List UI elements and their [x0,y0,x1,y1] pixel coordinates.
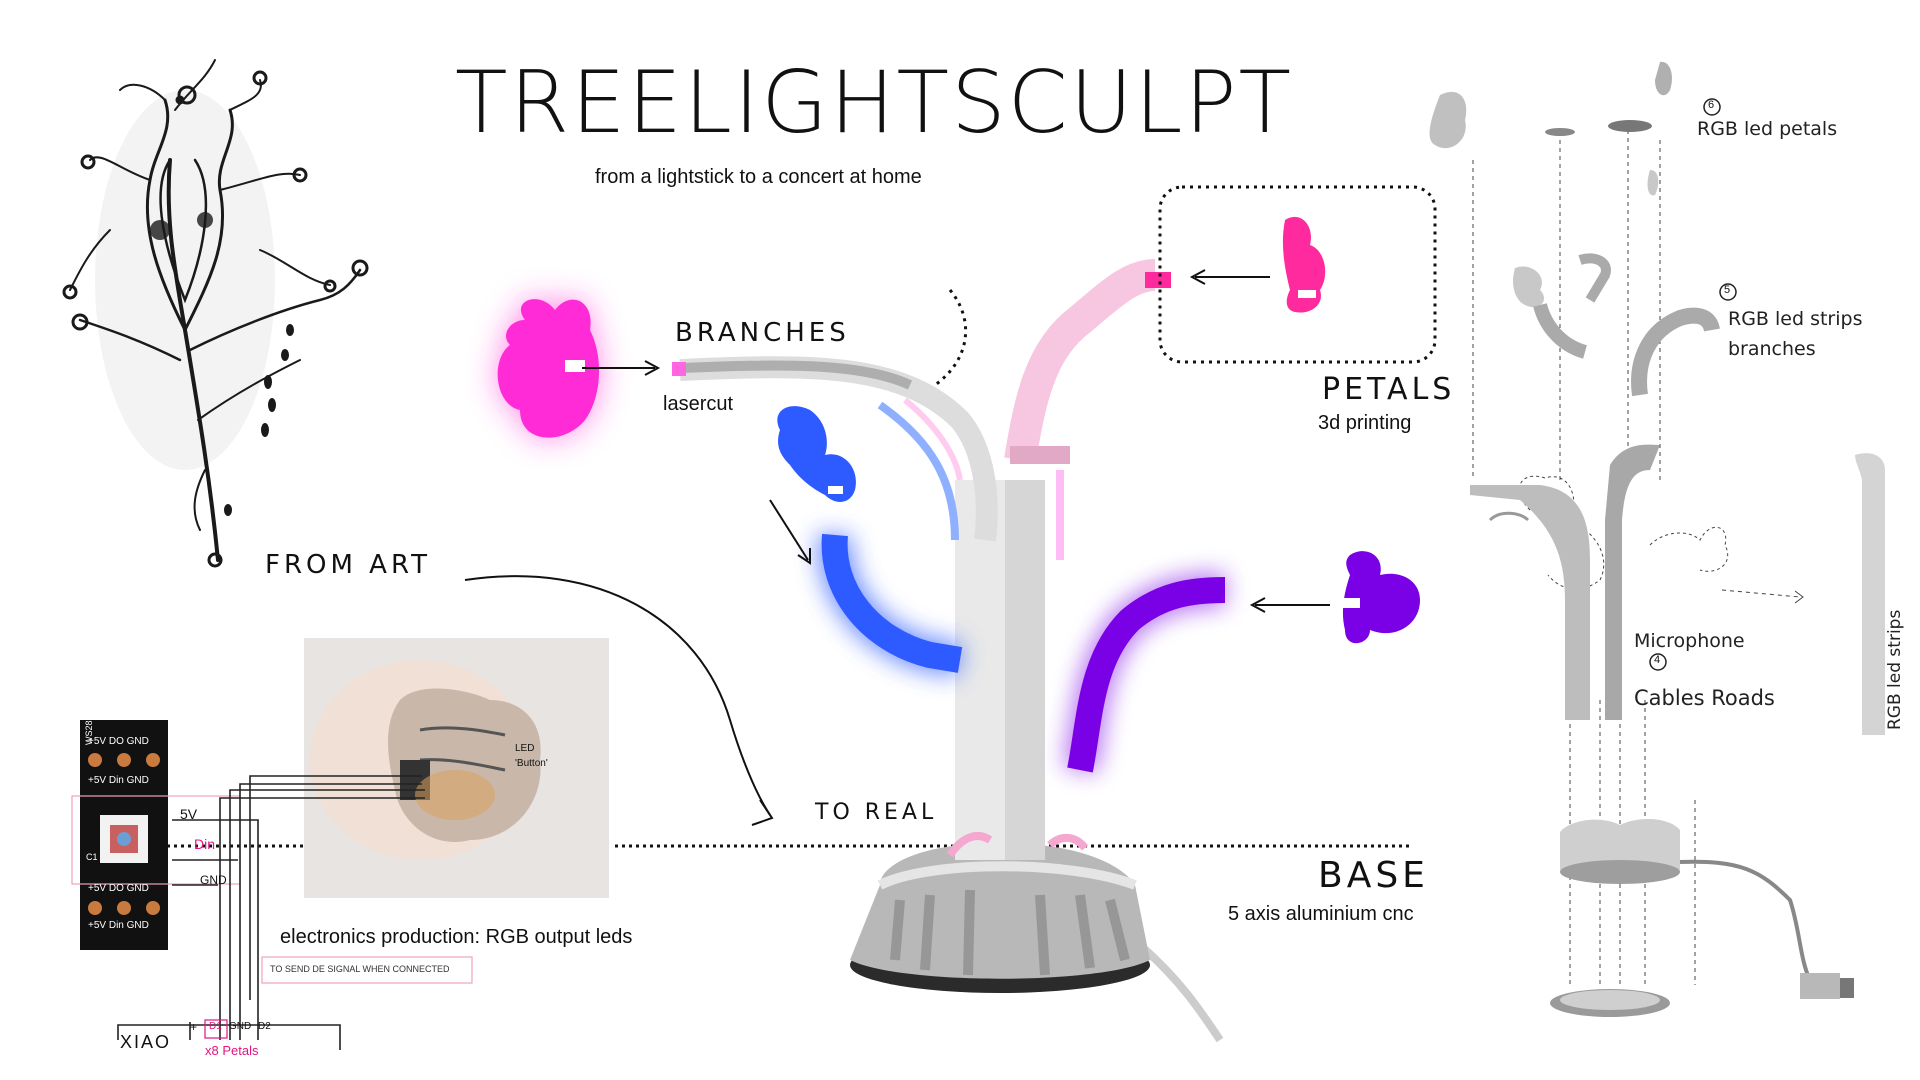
ws-pins-in-2: +5V Din GND [88,920,149,931]
button-label: 'Button' [515,758,548,769]
rgb-strips-vertical: RGB led strips [1885,609,1905,730]
art-to-real-curve [464,575,771,816]
page-subtitle: from a lightstick to a concert at home [595,166,922,188]
printing-label: 3d printing [1318,412,1412,434]
exploded-parts [1429,61,1885,1017]
blue-petal-shape [777,406,856,502]
lamp-model [672,259,1226,1043]
branch-cutout-shape [497,299,600,438]
wire-5v: 5V [180,806,198,822]
petals-label: PETALS [1322,372,1456,407]
dotted-arc [934,289,968,387]
signal-wires [117,775,425,1050]
purple-petal-shape [1340,551,1420,644]
microphone-label: Microphone [1634,630,1745,652]
pink-petal-piece [1282,216,1326,313]
wire-gnd: GND [200,873,227,887]
branches-sublabel: branches [1728,338,1816,360]
xiao-plus: + [190,1020,198,1034]
electronics-label: electronics production: RGB output leds [280,926,633,948]
branches-label: BRANCHES [675,318,850,348]
xiao-x8: x8 Petals [205,1043,259,1058]
num-6: 6 [1708,99,1715,111]
num-5: 5 [1724,284,1731,296]
art-to-real-arrowhead [751,799,774,826]
petals-box [1158,185,1437,364]
signal-note-box [261,956,473,984]
led-strip-pads [88,753,160,915]
d1-highlight [204,1019,228,1039]
led-petal-pcb [388,688,541,842]
signal-note: TO SEND DE SIGNAL WHEN CONNECTED [270,964,450,974]
wire-din: Din [194,836,216,852]
led-label: LED [515,743,535,754]
cables-label: Cables Roads [1634,686,1775,710]
art-sketch [62,59,369,568]
xiao-d2: D2 [258,1021,271,1032]
page-title: TREELIGHTSCULPT [455,53,1293,153]
from-art-label: FROM ART [265,550,432,580]
ws-pins-in: +5V Din GND [88,775,149,786]
rgb-strips-label: RGB led strips [1728,308,1863,330]
base-label: BASE [1318,855,1429,896]
ws-c1: C1 [86,852,98,862]
lasercut-label: lasercut [663,393,734,415]
ws-pins-out-2: +5V DO GND [88,883,149,894]
to-real-label: TO REAL [815,800,938,825]
xiao-d1: D1 [209,1021,222,1032]
num-4: 4 [1654,654,1661,666]
ws-pins-out: +5V DO GND [88,736,149,747]
blue-arrow [769,499,809,561]
base-process-label: 5 axis aluminium cnc [1228,903,1414,925]
rgb-petals-label: RGB led petals [1697,118,1838,140]
xiao-label: XIAO [120,1032,172,1052]
xiao-gnd: GND [229,1021,252,1032]
